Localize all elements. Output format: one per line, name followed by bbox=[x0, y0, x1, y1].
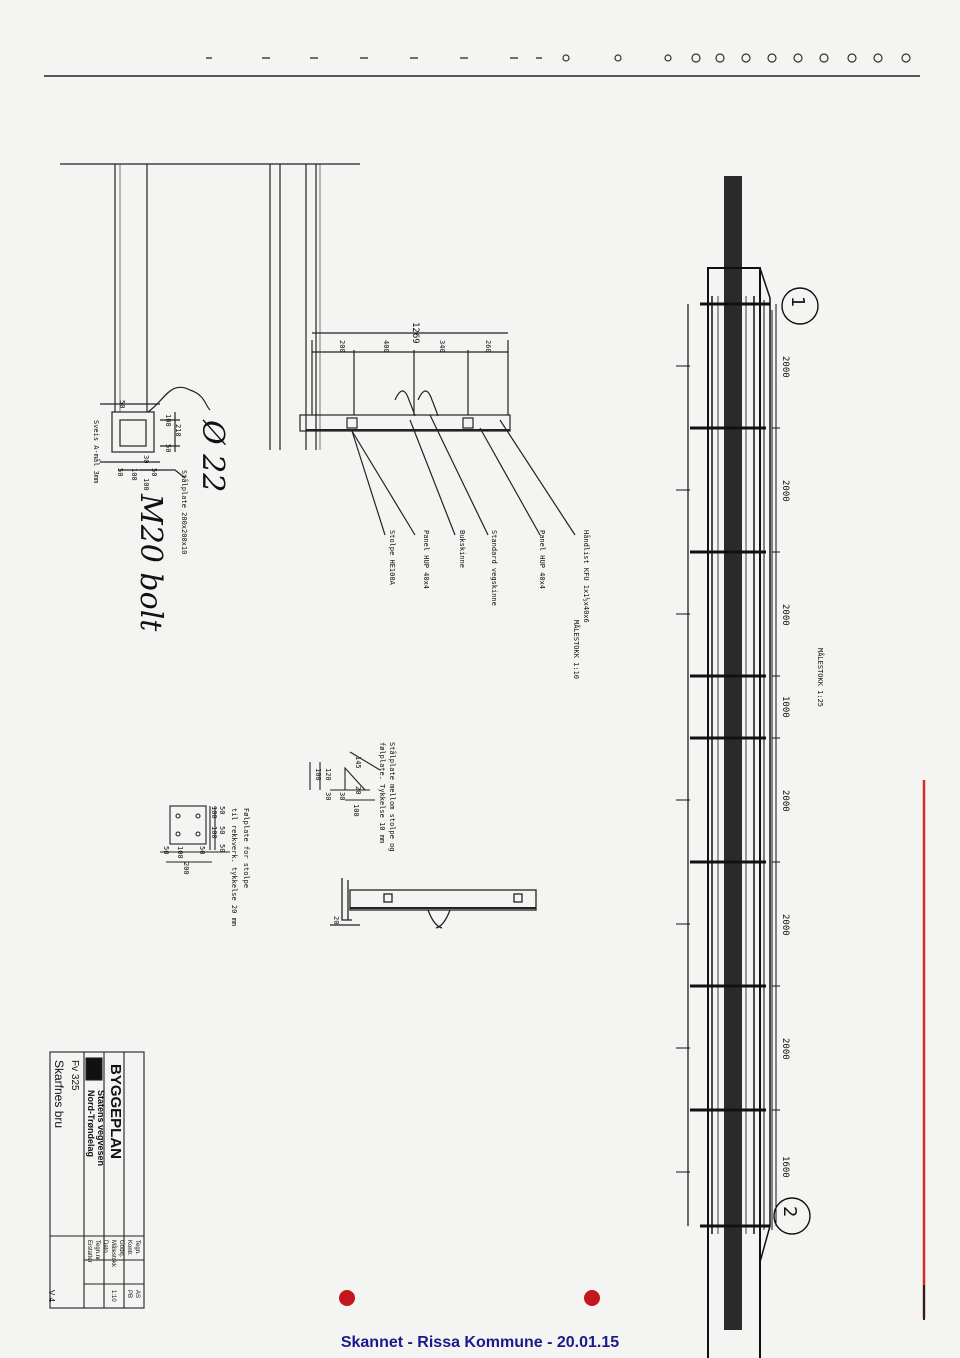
steel-dim-20: 20 bbox=[354, 786, 362, 795]
title-block-row-1: Tegn. bbox=[134, 1240, 140, 1255]
rail-dim: 20 bbox=[332, 916, 340, 925]
foot-dim-g: 200 bbox=[182, 862, 190, 875]
title-block-project-name: Skarfnes bru bbox=[52, 1060, 66, 1129]
title-block-logo-text: BYGGEPLAN bbox=[107, 1064, 124, 1160]
label-bukskinne: Bukskinne bbox=[458, 530, 466, 568]
title-block-row-6: Tegn.nr. bbox=[94, 1240, 100, 1262]
foot-dim-e: 100 bbox=[176, 846, 184, 859]
section-drawing bbox=[269, 164, 576, 536]
steel-dim-100a: 100 bbox=[314, 768, 322, 781]
post-dim-b: 210 bbox=[174, 424, 182, 437]
title-block-org-2: Nord-Trøndelag bbox=[86, 1090, 96, 1157]
span-2: 2000 bbox=[780, 480, 790, 502]
label-handrail: Håndlist KFU 1x1½x40x6 bbox=[582, 530, 590, 623]
title-block-row-2: Kontr. bbox=[126, 1240, 132, 1256]
dim-segment-1: 200 bbox=[338, 340, 346, 353]
post-dim-h: 30 bbox=[142, 455, 150, 464]
title-block-sheet: V 4 bbox=[47, 1290, 56, 1303]
foot-dim-i: 50 bbox=[218, 826, 226, 835]
handwritten-diameter: Ø 22 bbox=[195, 420, 230, 493]
post-dim-f: 100 bbox=[130, 468, 138, 481]
foot-dim-a: 100 bbox=[210, 806, 218, 819]
scan-footer-label: Skannet - Rissa Kommune - 20.01.15 bbox=[340, 1334, 620, 1351]
span-3: 2000 bbox=[780, 604, 790, 626]
base-plate-label: Stålplate 200x200x10 bbox=[180, 470, 188, 555]
foot-dim-c: 50 bbox=[218, 844, 226, 853]
post-dim-c: 100 bbox=[164, 414, 172, 427]
span-6: 2000 bbox=[780, 914, 790, 936]
title-block-row-3: Godkj. bbox=[118, 1240, 124, 1258]
title-block-value-2: PB bbox=[126, 1290, 132, 1299]
title-block-value-4: 1:10 bbox=[110, 1290, 116, 1302]
label-panel-1: Panel HUP 40x4 bbox=[538, 530, 546, 590]
span-7: 2000 bbox=[780, 1038, 790, 1060]
foot-plate-note-1: Følplate for stolpe bbox=[242, 808, 250, 889]
span-8: 1600 bbox=[780, 1156, 790, 1178]
title-block-frame bbox=[49, 1051, 145, 1309]
span-4: 1000 bbox=[780, 696, 790, 718]
title-block-row-4: Målestokk bbox=[110, 1240, 116, 1268]
post-dim-e: 50 bbox=[116, 468, 124, 477]
title-block-row-7: Erstatter bbox=[86, 1240, 92, 1263]
post-dim-d: 50 bbox=[164, 444, 172, 453]
axis-label-2: 2 bbox=[779, 1206, 800, 1218]
dim-segment-3: 340 bbox=[438, 340, 446, 353]
railing-elevation-drawing bbox=[676, 176, 819, 1358]
foot-dim-h: 50 bbox=[218, 806, 226, 815]
post-dim-a: 50 bbox=[118, 400, 126, 409]
weld-label: Sveis A-mål 3mm bbox=[92, 420, 100, 484]
steel-plate-note-1: Stålplate mellom stolpe og bbox=[388, 742, 396, 852]
scale-note-section: MÅLESTOKK 1:10 bbox=[572, 620, 580, 680]
steel-plate-drawing bbox=[309, 751, 381, 801]
handwritten-bolt: M20 bolt bbox=[133, 494, 168, 632]
span-1: 2000 bbox=[780, 356, 790, 378]
axis-marker-2 bbox=[773, 1197, 811, 1235]
title-block-value-1: AS bbox=[134, 1290, 140, 1299]
foot-dim-b: 100 bbox=[210, 826, 218, 839]
steel-dim-30b: 30 bbox=[338, 792, 346, 801]
red-dot-right bbox=[584, 1290, 600, 1306]
label-panel-2: Panel HUP 40x4 bbox=[422, 530, 430, 590]
foot-plate-drawing bbox=[160, 805, 230, 863]
top-dimension: 1269 bbox=[410, 322, 420, 344]
scale-note-elevation: MÅLESTOKK 1:25 bbox=[816, 648, 824, 708]
span-5: 2000 bbox=[780, 790, 790, 812]
axis-marker-1 bbox=[781, 287, 819, 325]
dim-segment-2: 400 bbox=[382, 340, 390, 353]
steel-dim-120: 120 bbox=[324, 768, 332, 781]
label-post: Stolpe HE100A bbox=[388, 530, 396, 585]
steel-dim-30a: 30 bbox=[324, 792, 332, 801]
red-dot-left bbox=[339, 1290, 355, 1306]
steel-dim-145: 145 bbox=[354, 756, 362, 769]
steel-dim-100b: 100 bbox=[352, 804, 360, 817]
axis-label-1: 1 bbox=[787, 296, 808, 308]
foot-dim-d: 50 bbox=[162, 846, 170, 855]
binder-holes bbox=[562, 53, 911, 63]
post-detail-drawing bbox=[60, 163, 360, 479]
foot-plate-note-2: til rekkverk. tykkelse 20 mm bbox=[230, 808, 238, 927]
foot-dim-f: 50 bbox=[198, 846, 206, 855]
title-block-row-5: Dato bbox=[102, 1240, 108, 1253]
post-dim-i: 100 bbox=[142, 478, 150, 491]
dim-segment-4: 260 bbox=[484, 340, 492, 353]
rail-detail-drawing bbox=[330, 878, 537, 929]
steel-plate-note-2: følplate. Tykkelse 10 mm bbox=[378, 742, 386, 844]
title-block-project-no: Fv 325 bbox=[69, 1060, 80, 1091]
label-guardrail: Standard vegskinne bbox=[490, 530, 498, 606]
post-dim-g: 50 bbox=[150, 468, 158, 477]
title-block-org-1: Statens vegvesen bbox=[96, 1090, 106, 1167]
